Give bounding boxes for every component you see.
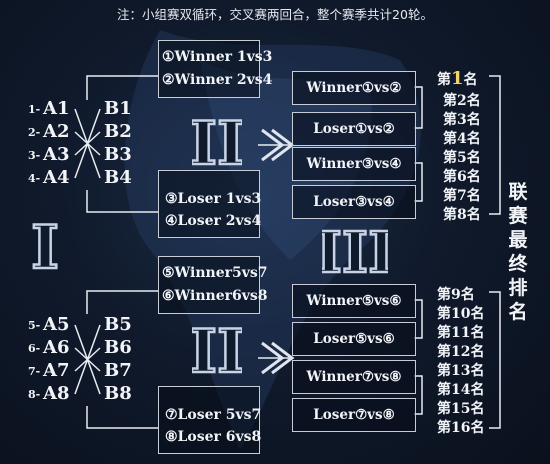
final-match-cell: Winner⑦vs⑧	[292, 360, 416, 394]
final-match-cell: Loser③vs④	[292, 185, 416, 219]
seed-number: 7-	[28, 365, 41, 378]
label-char: 排	[508, 277, 528, 299]
rank-item: 第14名	[437, 382, 485, 398]
round2-top-winners-box: ①Winner 1vs3 ②Winner 2vs4	[158, 40, 272, 98]
team-b: B5	[104, 314, 132, 335]
team-a: A6	[43, 337, 70, 358]
seed-number: 1-	[28, 103, 41, 116]
rank-suffix: 名	[463, 72, 478, 88]
label-char: 赛	[508, 205, 528, 227]
round2-bottom-winners-box: ⑤Winner5vs7 ⑥Winner6vs8	[158, 256, 268, 314]
match-line: ①Winner 1vs3	[162, 49, 273, 65]
stage-two-bottom-label: II	[192, 320, 242, 380]
rank-1: 第1名	[437, 68, 478, 89]
team-b: B3	[104, 144, 132, 165]
rank-item: 第4名	[443, 131, 481, 147]
rank-prefix: 第	[437, 72, 451, 88]
match-line: ④Loser 2vs4	[165, 213, 262, 229]
final-match-cell: Winner①vs②	[292, 71, 416, 105]
team-b: B2	[104, 121, 132, 142]
final-match-cell: Loser⑦vs⑧	[292, 398, 416, 432]
rank-item: 第6名	[443, 169, 481, 185]
match-line: ⑥Winner6vs8	[162, 288, 268, 304]
team-row: 4-A4 B4	[28, 167, 138, 189]
rank-item: 第9名	[437, 287, 475, 303]
team-row: 7-A7 B7	[28, 360, 138, 382]
rank-item: 第7名	[443, 188, 481, 204]
seed-number: 4-	[28, 172, 41, 185]
svg-text:II: II	[192, 112, 242, 172]
final-ranking-label: 联 赛 最 终 排 名	[506, 180, 530, 324]
final-match-cell: Loser⑤vs⑥	[292, 322, 416, 356]
rank-item: 第11名	[437, 325, 485, 341]
team-a: A4	[43, 167, 70, 188]
match-line: ⑦Loser 5vs7	[165, 407, 262, 423]
round2-top-losers-box: ③Loser 1vs3 ④Loser 2vs4	[158, 170, 262, 238]
team-b: B6	[104, 337, 132, 358]
svg-text:III: III	[322, 220, 388, 280]
team-row: 3-A3 B3	[28, 144, 138, 166]
rank-item: 第3名	[443, 112, 481, 128]
final-match-cell: Loser①vs②	[292, 112, 416, 146]
label-char: 最	[508, 229, 528, 251]
team-a: A2	[43, 121, 70, 142]
team-a: A5	[43, 314, 70, 335]
rank-number: 1	[451, 68, 464, 89]
team-row: 6-A6 B6	[28, 337, 138, 359]
rank-item: 第2名	[443, 93, 481, 109]
team-b: B8	[104, 383, 132, 404]
final-match-cell: Winner③vs④	[292, 147, 416, 181]
stage-three-label: III	[322, 220, 388, 280]
team-a: A7	[43, 360, 70, 381]
seed-number: 2-	[28, 126, 41, 139]
rank-item: 第8名	[443, 207, 481, 223]
match-line: ②Winner 2vs4	[162, 72, 273, 88]
arrow-right-icon	[261, 341, 285, 375]
label-char: 终	[508, 253, 528, 275]
label-char: 名	[508, 301, 528, 323]
final-match-cell: Winner⑤vs⑥	[292, 284, 416, 318]
rank-item: 第15名	[437, 401, 485, 417]
team-a: A8	[43, 383, 70, 404]
round2-bottom-losers-box: ⑦Loser 5vs7 ⑧Loser 6vs8	[158, 386, 262, 454]
team-b: B1	[104, 98, 132, 119]
stage-two-top-label: II	[192, 112, 242, 172]
team-row: 2-A2 B2	[28, 121, 138, 143]
svg-text:I: I	[31, 216, 59, 276]
match-line: ③Loser 1vs3	[165, 191, 262, 207]
match-line: ⑧Loser 6vs8	[165, 429, 262, 445]
team-row: 5-A5 B5	[28, 314, 138, 336]
rank-item: 第13名	[437, 363, 485, 379]
team-a: A1	[43, 98, 70, 119]
note-text: 注：小组赛双循环，交叉赛两回合，整个赛季共计20轮。	[117, 7, 433, 22]
seed-number: 3-	[28, 149, 41, 162]
seed-number: 8-	[28, 388, 41, 401]
team-a: A3	[43, 144, 70, 165]
rank-item: 第12名	[437, 344, 485, 360]
team-row: 1-A1 B1	[28, 98, 138, 120]
rank-item: 第10名	[437, 306, 485, 322]
label-char: 联	[508, 181, 528, 203]
team-b: B4	[104, 167, 132, 188]
seed-number: 5-	[28, 319, 41, 332]
rank-item: 第5名	[443, 150, 481, 166]
team-b: B7	[104, 360, 132, 381]
svg-text:II: II	[192, 320, 242, 380]
rank-item: 第16名	[437, 420, 485, 436]
arrow-right-icon	[261, 128, 285, 162]
team-row: 8-A8 B8	[28, 383, 138, 405]
stage-one-label: I	[30, 216, 61, 276]
match-line: ⑤Winner5vs7	[162, 265, 268, 281]
seed-number: 6-	[28, 342, 41, 355]
